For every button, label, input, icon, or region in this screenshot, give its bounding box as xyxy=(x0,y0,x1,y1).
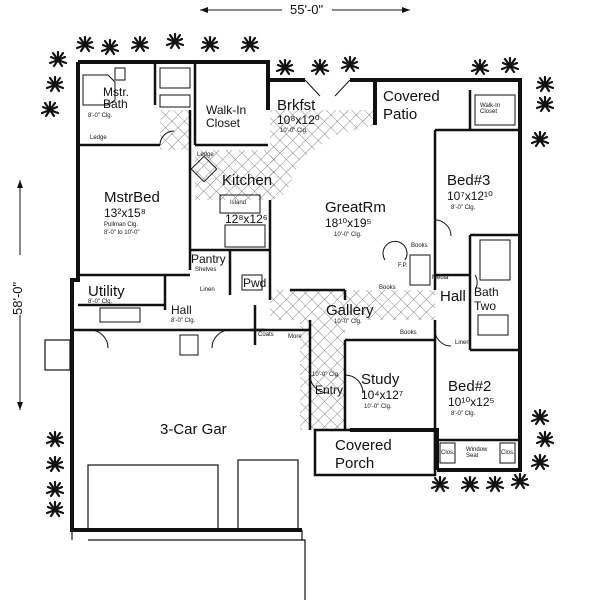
pwd-name: Pwd xyxy=(243,276,267,290)
great-rm-note: 10'-0" Clg. xyxy=(334,232,362,238)
gallery-note: 10'-0" Clg. xyxy=(334,319,362,325)
pantry-name: Pantry xyxy=(191,252,226,266)
kitchen-name: Kitchen xyxy=(222,172,273,189)
bed2-name: Bed#2 xyxy=(448,378,492,395)
bath-two-name: Bath Two xyxy=(474,285,499,313)
linen2-label: Linen xyxy=(455,340,470,346)
garage-name: 3-Car Gar xyxy=(160,421,227,438)
bed2-size: 10¹⁰x12⁵ xyxy=(448,395,495,409)
brkfst-size: 10⁸x12⁰ xyxy=(277,113,320,127)
overall-depth-dimension: 58'-0" xyxy=(10,281,25,315)
more-label: More xyxy=(288,334,302,340)
hall-left-note: 8'-0" Clg. xyxy=(171,318,196,324)
bed2-note: 8'-0" Clg. xyxy=(451,411,476,417)
kitchen-size: 12⁸x12⁶ xyxy=(225,212,268,226)
mstr-bath-name: Mstr. Bath xyxy=(103,85,129,111)
books-label-1: Books xyxy=(379,285,396,291)
closet-left-label: Clos. xyxy=(441,450,455,456)
study-name: Study xyxy=(361,371,400,388)
door-swings xyxy=(89,79,478,394)
bed3-note: 8'-0" Clg. xyxy=(451,205,476,211)
study-note: 10'-0" Clg. xyxy=(364,404,392,410)
bed3-closet-name: Walk-In Closet xyxy=(480,103,501,115)
brkfst-note: 10'-0" Clg. xyxy=(280,128,308,134)
bed3-name: Bed#3 xyxy=(447,172,491,189)
walk-in-closet-name: Walk-In Closet xyxy=(206,103,247,130)
hall-left-name: Hall xyxy=(171,303,192,317)
kitchen-island: Island xyxy=(230,200,247,206)
window-seat-label: Window Seat xyxy=(466,447,488,459)
mstr-bed-note2: 8'-0" to 10'-0" xyxy=(104,230,140,236)
linen-label: Linen xyxy=(200,287,215,293)
brkfst-name: Brkfst xyxy=(277,97,316,114)
closet-right-label: Clos. xyxy=(501,450,515,456)
study-size: 10⁴x12⁷ xyxy=(361,388,404,402)
fixtures xyxy=(82,67,516,464)
garage-doors xyxy=(71,459,306,600)
mstr-bed-size: 13²x15⁸ xyxy=(104,206,146,220)
depth-dimension-line xyxy=(10,180,30,410)
books-label-2: Books xyxy=(411,243,428,249)
books-label-3: Books xyxy=(400,330,417,336)
entry-name: Entry xyxy=(315,383,344,397)
bed3-size: 10⁷x12¹⁰ xyxy=(447,189,493,203)
covered-porch-name: Covered Porch xyxy=(335,437,392,472)
ledge-label: Ledge xyxy=(90,135,107,141)
covered-patio-name: Covered Patio xyxy=(383,88,440,123)
gallery-name: Gallery xyxy=(326,302,374,319)
width-dimension-line xyxy=(200,2,410,18)
pantry-shelves: Shelves xyxy=(195,267,217,273)
utility-note: 8'-0" Clg. xyxy=(88,299,113,305)
ledge2-label: Ledge xyxy=(197,152,214,158)
coats-label: Coats xyxy=(258,332,274,338)
tile-floor xyxy=(160,110,435,430)
media-label: Media xyxy=(432,275,449,281)
garage-side-door xyxy=(44,339,71,371)
utility-name: Utility xyxy=(88,283,125,300)
mstr-bath-note: 8'-0" Clg. xyxy=(88,113,113,119)
fireplace-label: F.P. xyxy=(398,263,408,269)
overall-width-dimension: 55'-0" xyxy=(290,2,324,17)
covered-porch-frame xyxy=(313,428,437,477)
mstr-bed-note1: Pullman Clg. xyxy=(104,222,139,228)
interior-walls xyxy=(72,62,520,470)
great-rm-name: GreatRm xyxy=(325,199,386,216)
entry-note: 10'-0" Clg. xyxy=(312,372,340,378)
hall-right-name: Hall xyxy=(440,288,466,305)
great-rm-size: 18¹⁰x19⁵ xyxy=(325,216,372,230)
mstr-bed-name: MstrBed xyxy=(104,189,160,206)
